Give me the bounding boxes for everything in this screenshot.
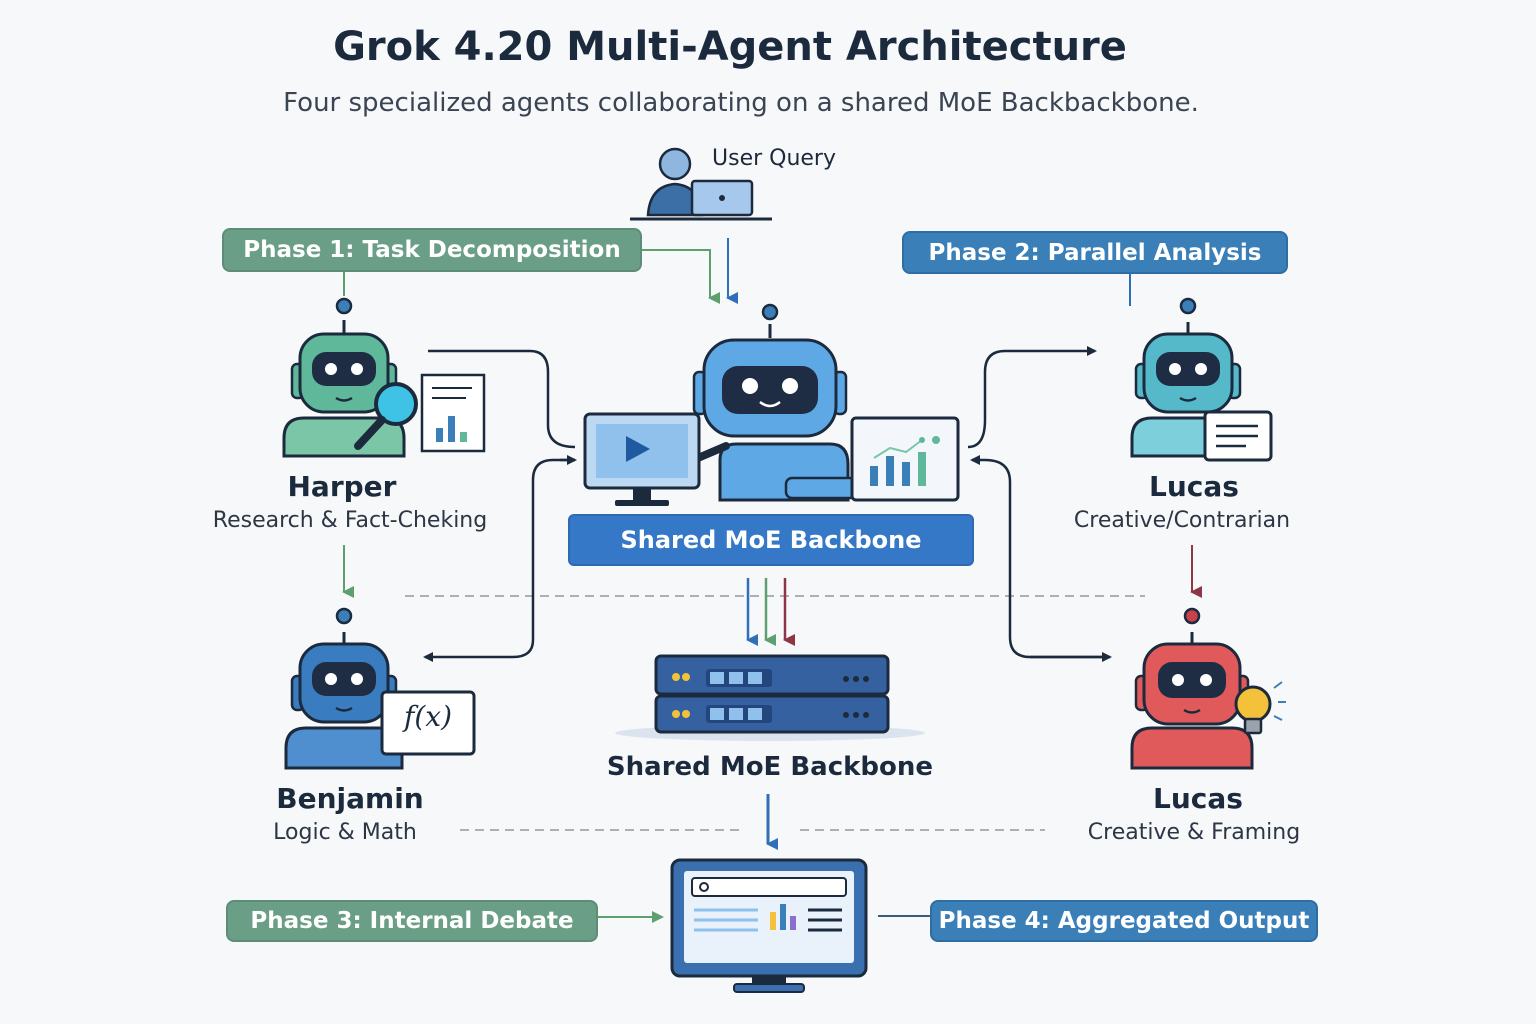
server-rack-icon: [615, 654, 925, 741]
agent-harper-name: Harper: [287, 470, 397, 503]
lucas-framing-robot-icon: [1130, 607, 1254, 770]
server-label: Shared MoE Backbone: [606, 752, 934, 782]
video-monitor-icon: [583, 412, 701, 506]
analytics-screen-icon: [850, 416, 960, 502]
center-to-benjamin-arrow: [423, 458, 575, 662]
lucas-to-center-arrow: [970, 455, 1110, 659]
function-icon-label: f(x): [403, 700, 452, 733]
phase-2-badge: Phase 2: Parallel Analysis: [902, 231, 1288, 274]
phase-1-badge: Phase 1: Task Decomposition: [222, 228, 642, 272]
lightbulb-icon: [1234, 681, 1286, 735]
shared-backbone-bar: Shared MoE Backbone: [568, 514, 974, 566]
output-monitor-icon: [670, 858, 868, 993]
agent-benjamin-role: Logic & Math: [273, 820, 417, 845]
agent-lucas-framing-name: Lucas: [1153, 782, 1243, 815]
user-laptop-icon: [630, 147, 772, 221]
phase-3-badge: Phase 3: Internal Debate: [226, 900, 598, 942]
harper-robot-icon: [282, 297, 418, 458]
phase1-arrow: [640, 249, 720, 304]
backbone-robot-icon: [692, 303, 858, 502]
user-query-label: User Query: [712, 146, 836, 171]
agent-lucas-contrarian-role: Creative/Contrarian: [1073, 508, 1291, 533]
benjamin-robot-icon: [284, 607, 404, 770]
lucas-document-icon: [1203, 410, 1273, 462]
agent-lucas-contrarian-name: Lucas: [1149, 470, 1239, 503]
harper-chart-doc-icon: [420, 373, 486, 453]
harper-to-center-line: [428, 349, 576, 449]
page-subtitle: Four specialized agents collaborating on…: [283, 88, 1199, 118]
center-to-lucas-arrow: [967, 346, 1097, 449]
agent-harper-role: Research & Fact-Cheking: [212, 508, 488, 533]
page-title: Grok 4.20 Multi-Agent Architecture: [333, 24, 1127, 70]
function-icon: [380, 690, 476, 756]
phase-4-badge: Phase 4: Aggregated Output: [930, 900, 1318, 942]
agent-lucas-framing-role: Creative & Framing: [1087, 820, 1301, 845]
agent-benjamin-name: Benjamin: [276, 782, 424, 815]
